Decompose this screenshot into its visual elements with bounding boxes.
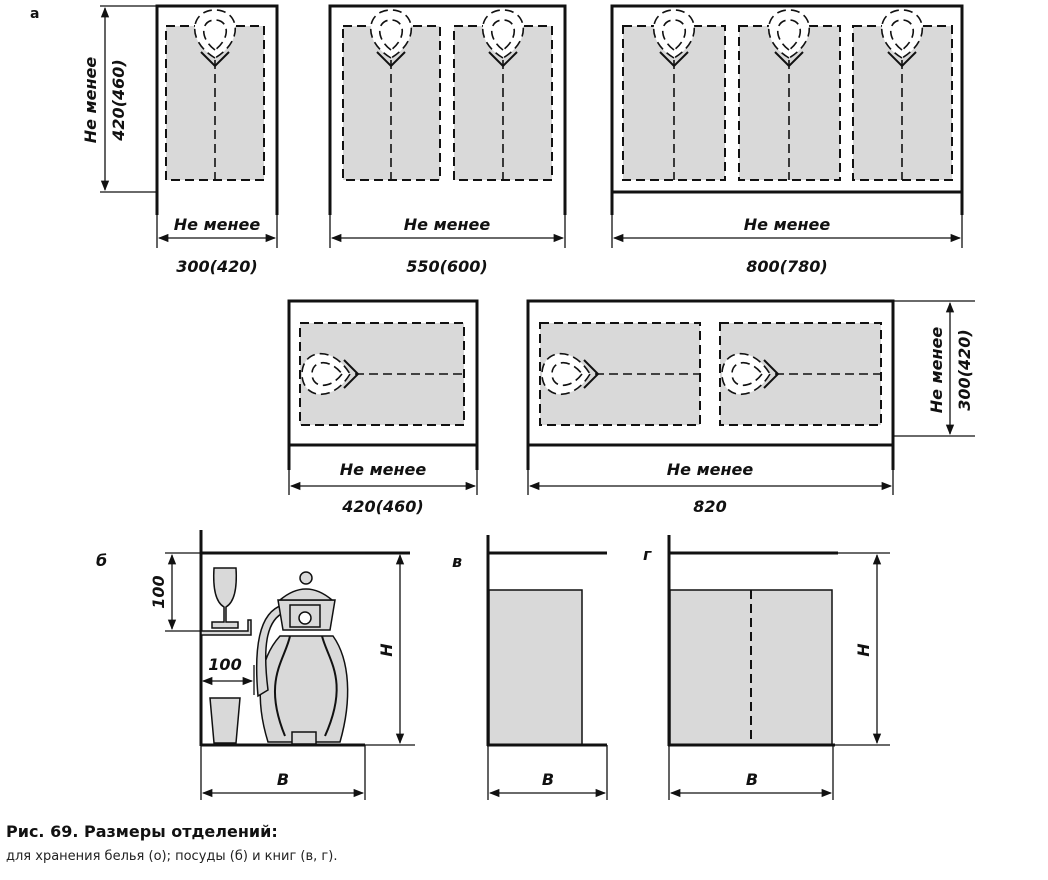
panel-label-v: в [452,552,462,571]
width-label: B [277,770,289,789]
width-label: B [746,770,758,789]
panel-label-a: а [30,6,39,22]
min-label: Не менее [927,327,946,414]
height-value: 420(460) [109,59,128,141]
width-value: 420(460) [341,497,423,516]
min-label: Не менее [174,215,261,234]
cup-icon [209,697,241,744]
panel-label-g: г [643,545,652,564]
linen-compartment-lying-1: Не менее 420(460) [287,299,479,516]
min-label: Не менее [404,215,491,234]
width-value: 550(600) [406,257,487,276]
width-value: 300(420) [176,257,257,276]
min-label: Не менее [340,460,427,479]
width-value: 800(780) [746,257,827,276]
dishes-compartment: б 100 100 H B [96,530,415,800]
linen-compartment-1: Не менее 420(460) Не менее 300(420) [81,4,279,276]
depth-value: 100 [208,655,241,674]
figure-caption-title: Рис. 69. Размеры отделений: [6,822,278,841]
height-label: H [377,643,396,657]
min-label: Не менее [667,460,754,479]
panel-label-b: б [96,551,107,570]
width-label: B [542,770,554,789]
books-compartment-double: г H B [643,535,890,800]
books-compartment-single: в B [452,535,608,800]
linen-compartment-lying-2: Не менее 820 Не менее 300(420) [526,299,975,516]
min-label: Не менее [81,57,100,144]
height-label: H [854,643,873,657]
jug-icon [255,571,349,745]
linen-compartment-3: Не менее 800(780) [610,4,964,276]
linen-compartment-2: Не менее 550(600) [328,4,567,276]
wine-glass-icon [211,567,239,629]
shelf-gap-value: 100 [149,575,168,608]
small-shelf [200,619,252,636]
figure-caption-subtitle: для хранения белья (о); посуды (б) и кни… [6,849,338,864]
width-value: 820 [693,497,726,516]
min-label: Не менее [744,215,831,234]
height-value: 300(420) [955,329,974,410]
